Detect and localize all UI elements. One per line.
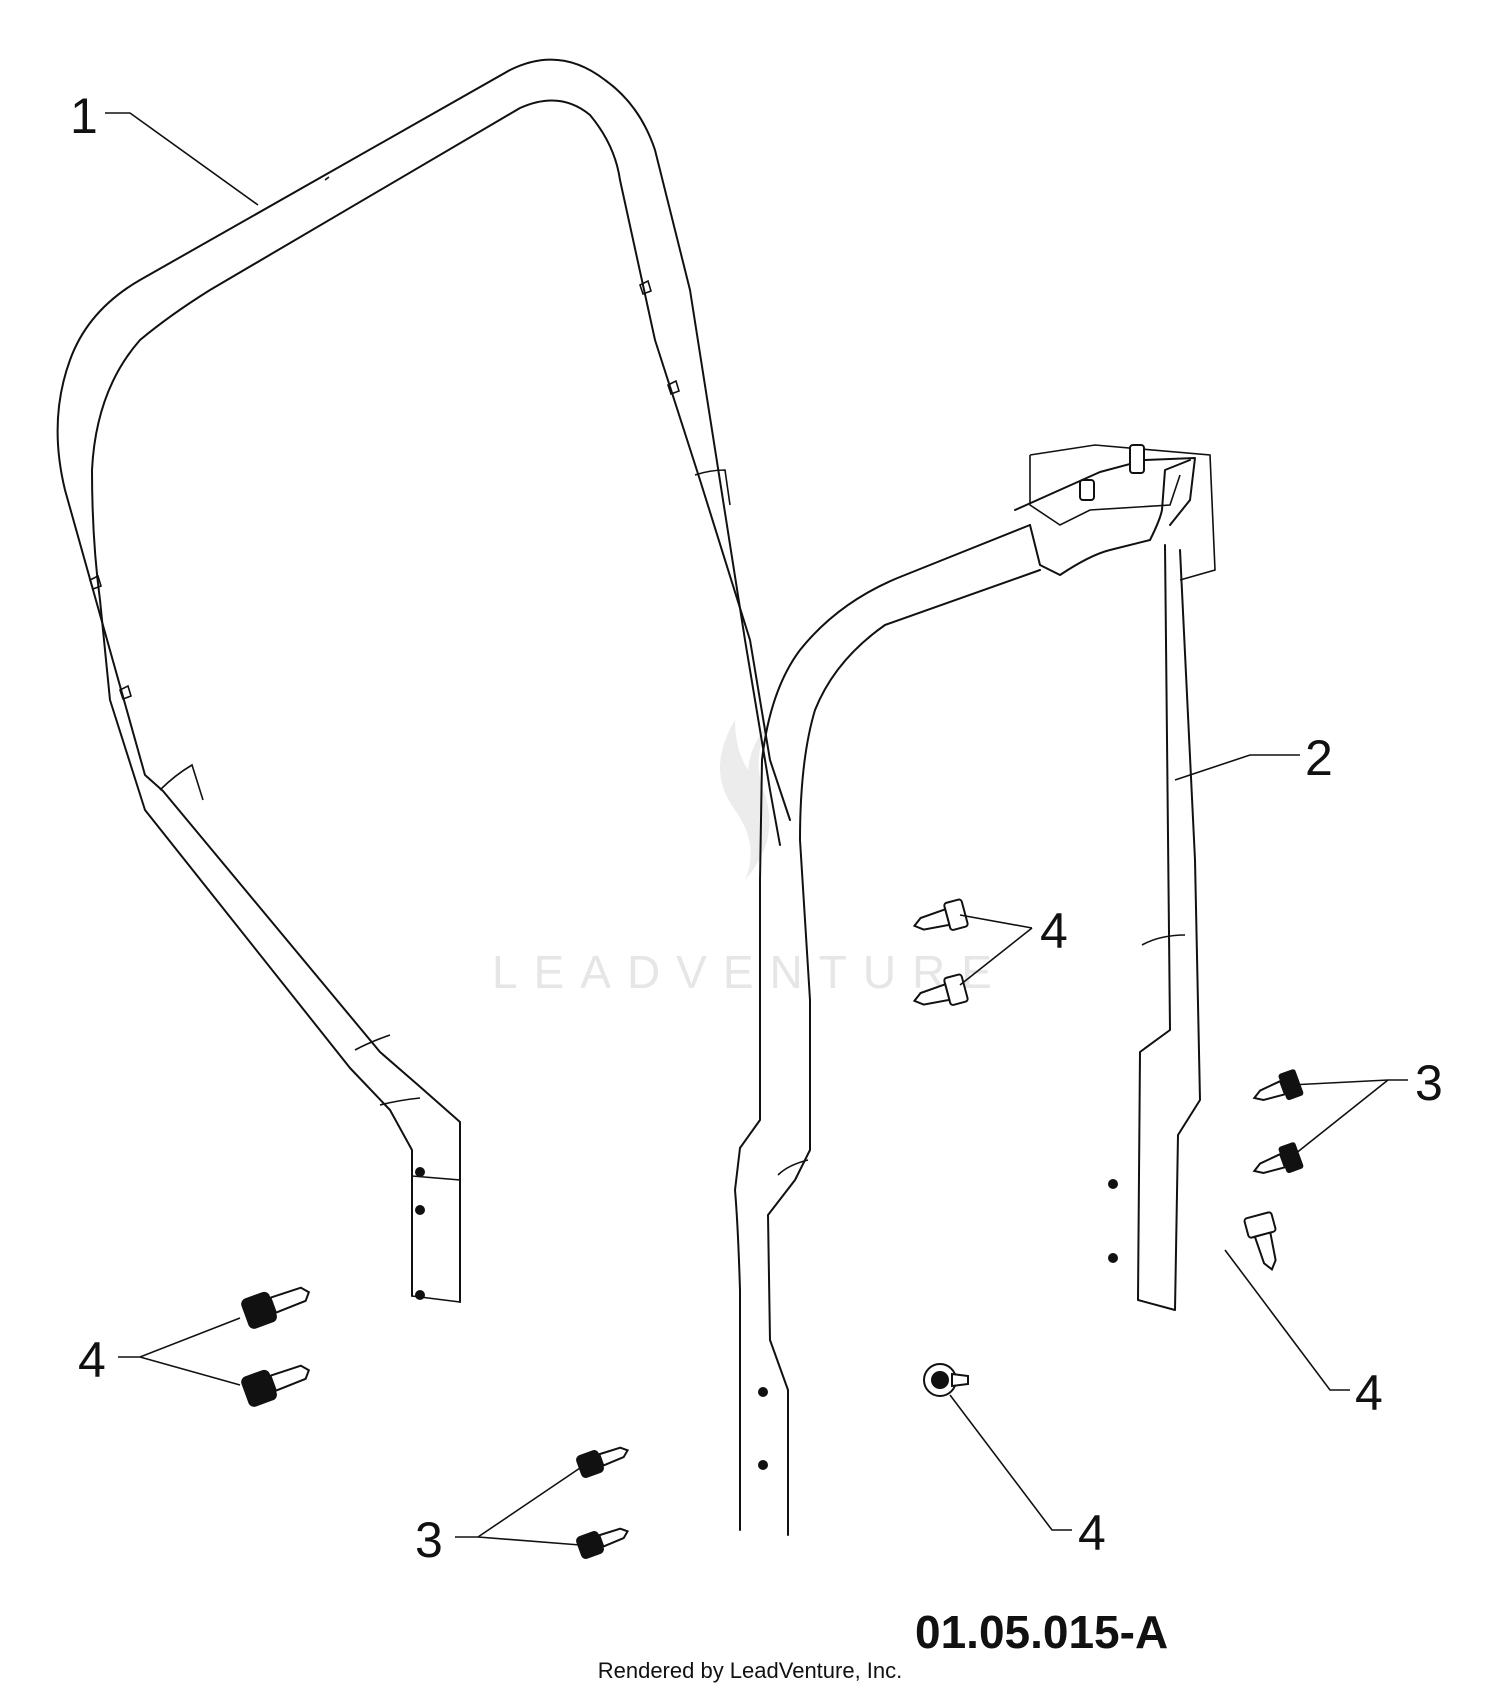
bolt-icon	[912, 973, 969, 1006]
bolt-icon	[912, 898, 969, 931]
callout-part-3-right: 3	[1415, 1055, 1443, 1111]
flame-logo-icon	[720, 720, 770, 880]
watermark-text: LEADVENTURE	[492, 946, 1008, 998]
leader-lines	[105, 112, 1408, 1546]
callout-part-3-left: 3	[415, 1512, 443, 1568]
screw-icon	[1252, 1069, 1304, 1101]
fasteners	[241, 898, 1304, 1559]
bracket-post	[1129, 444, 1145, 474]
callout-part-4-bottom: 4	[1078, 1505, 1106, 1561]
callout-part-4-center: 4	[1040, 903, 1068, 959]
rendered-by-footer: Rendered by LeadVenture, Inc.	[598, 1658, 903, 1683]
callout-part-4-left: 4	[78, 1332, 106, 1388]
callout-part-4-right: 4	[1355, 1365, 1383, 1421]
part-2-support-bracket	[734, 444, 1216, 1536]
screw-icon	[576, 1446, 630, 1478]
mount-hole	[758, 1460, 768, 1470]
mount-hole	[1108, 1253, 1118, 1263]
mount-hole	[758, 1387, 768, 1397]
screw-icon	[1252, 1142, 1304, 1174]
mount-hole	[415, 1167, 425, 1177]
bracket-post	[1079, 479, 1095, 501]
diagram-id: 01.05.015-A	[915, 1606, 1168, 1658]
callout-part-1: 1	[70, 88, 98, 144]
mount-hole	[415, 1205, 425, 1215]
bolt-icon	[241, 1286, 311, 1329]
leadventure-watermark: LEADVENTURE	[492, 720, 1008, 998]
callout-part-2: 2	[1305, 730, 1333, 786]
screw-icon	[576, 1527, 630, 1559]
bolt-icon	[241, 1364, 311, 1407]
bolt-icon	[923, 1363, 969, 1397]
part-1-handle-frame	[56, 58, 791, 1303]
bolt-icon	[1243, 1211, 1277, 1272]
mount-hole	[1108, 1179, 1118, 1189]
mount-hole	[415, 1290, 425, 1300]
